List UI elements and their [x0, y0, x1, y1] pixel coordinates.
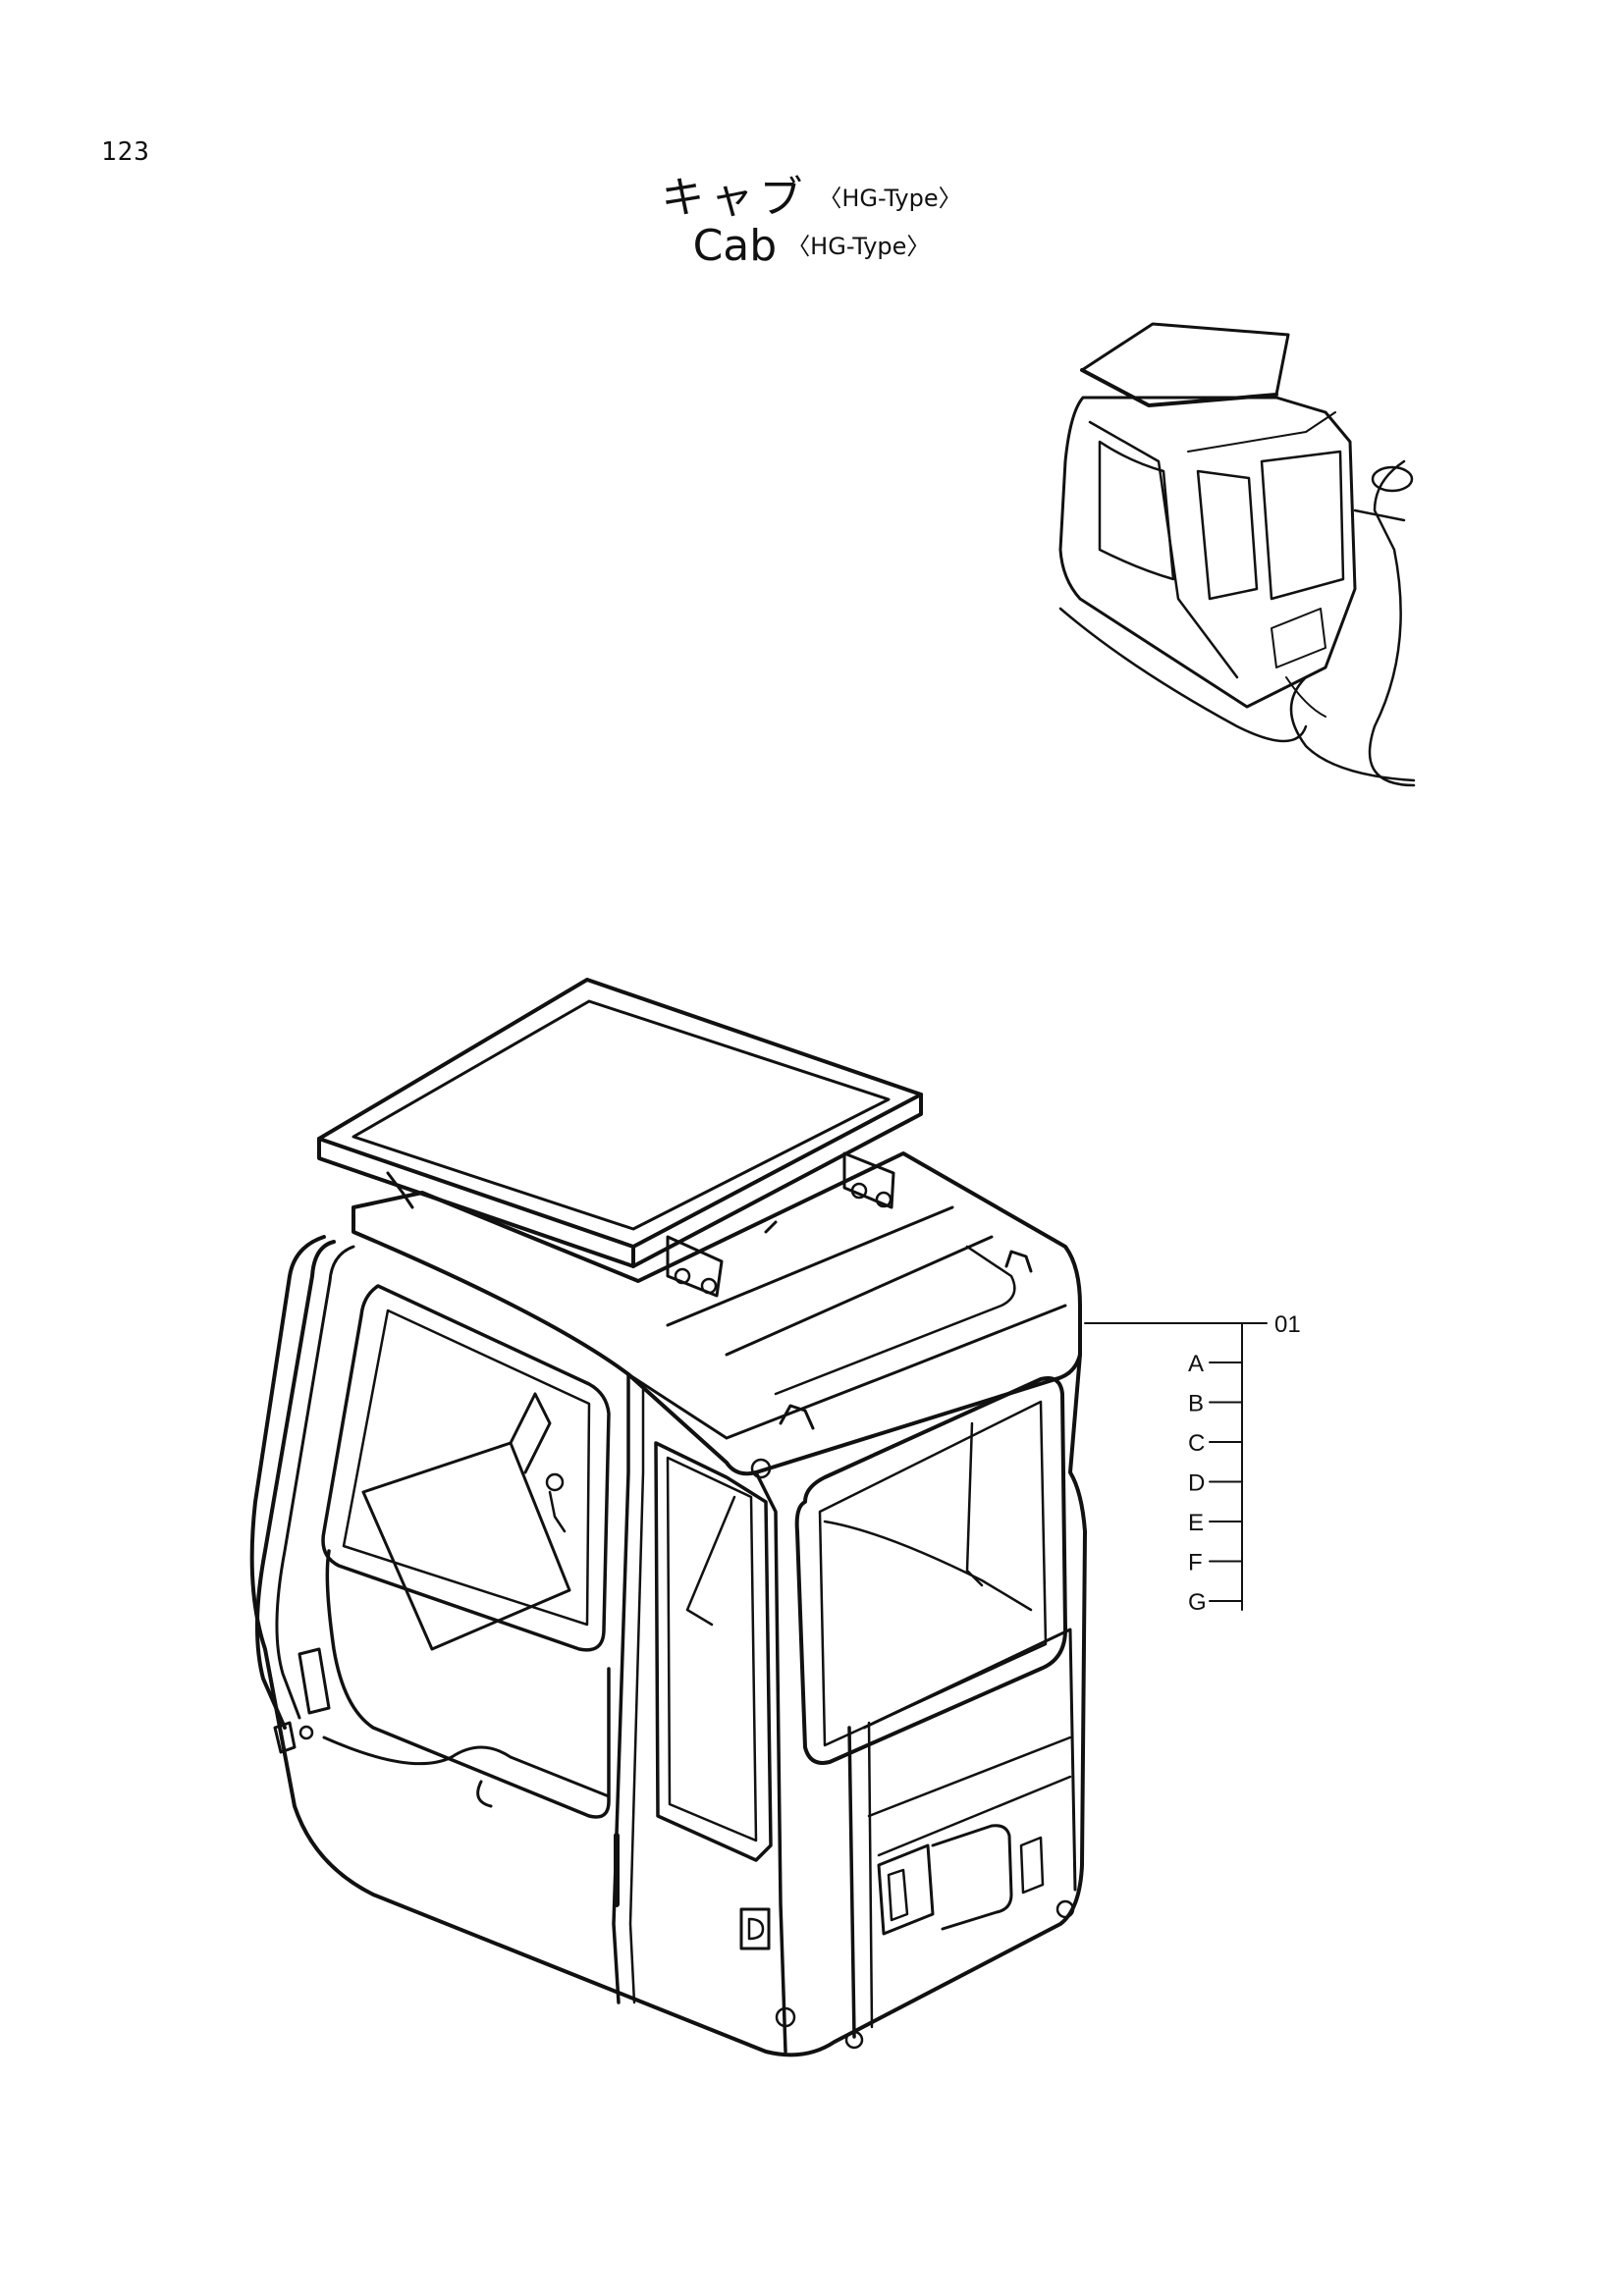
- door-window: [654, 1441, 773, 1862]
- door-handle: [877, 1824, 1045, 1936]
- front-window: [794, 1376, 1067, 1765]
- page-title-japanese: キャブ〈HG-Type〉: [0, 162, 1623, 225]
- overview-door-mesh: [1098, 440, 1175, 581]
- callout-sub-f: F: [1188, 1550, 1203, 1576]
- main-cab-drawing: [249, 978, 1087, 2057]
- page-title-english: Cab 〈HG-Type〉: [0, 221, 1623, 271]
- title-en-type: 〈HG-Type〉: [786, 233, 931, 260]
- callout-sub-a: A: [1188, 1351, 1204, 1377]
- overview-cab-body: [1058, 396, 1357, 709]
- callout-sub-b: B: [1188, 1391, 1204, 1417]
- overview-door-window: [1196, 469, 1259, 601]
- side-handrail: [255, 1240, 355, 1754]
- overview-front-window: [1260, 450, 1345, 601]
- callout-sub-c: C: [1188, 1430, 1205, 1457]
- title-ja-text: キャブ: [661, 173, 809, 223]
- title-ja-type: 〈HG-Type〉: [818, 185, 962, 212]
- callout-sub-g: G: [1188, 1589, 1207, 1616]
- roof-guard-mesh: [317, 978, 923, 1268]
- callout-sub-e: E: [1188, 1510, 1204, 1536]
- title-en-text: Cab: [692, 221, 778, 271]
- door-mesh-guard: [321, 1284, 611, 1819]
- overview-excavator-cab: [1058, 322, 1416, 787]
- page-number: 123: [101, 137, 150, 167]
- callout-part-01: 01: [1274, 1311, 1301, 1338]
- cab-body: [249, 1151, 1087, 2057]
- callout-sub-d: D: [1188, 1470, 1205, 1497]
- overview-roof-guard: [1080, 322, 1290, 407]
